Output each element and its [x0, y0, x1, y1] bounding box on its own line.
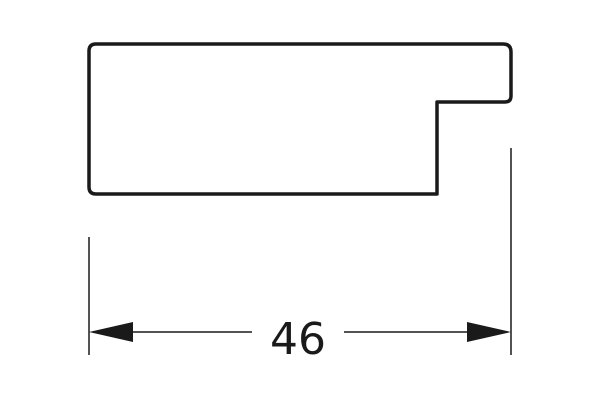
arrowhead-right [467, 322, 511, 342]
profile-outline [87, 42, 513, 196]
arrowhead-left [89, 322, 133, 342]
dimension-label: 46 [270, 314, 326, 365]
